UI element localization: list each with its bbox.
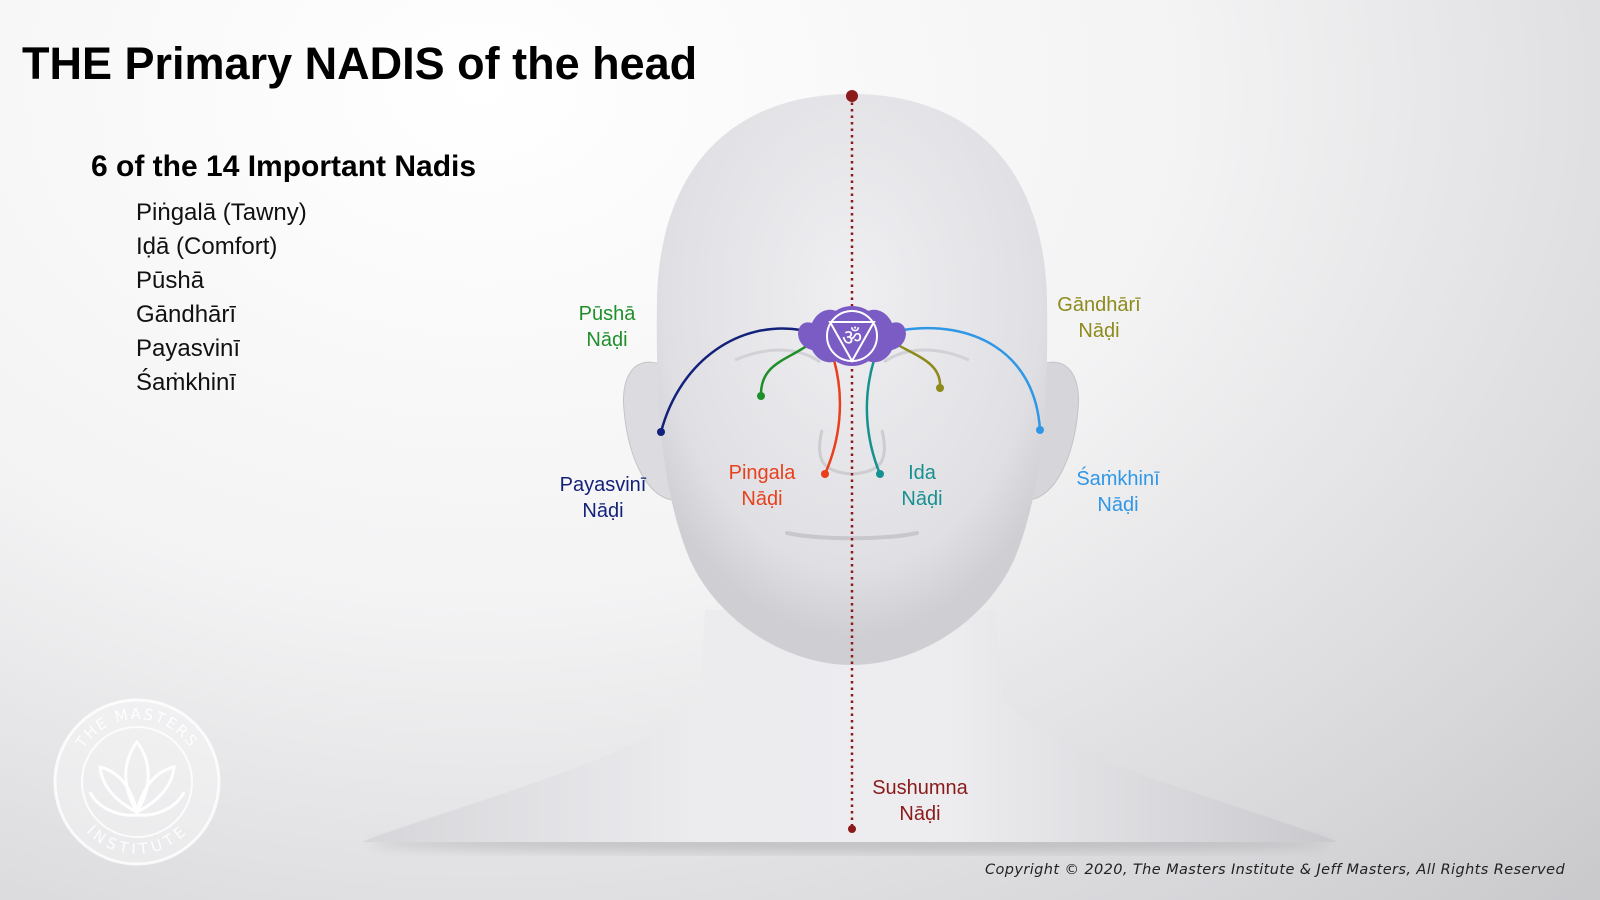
- nadi-list-item: Piṅgalā (Tawny): [136, 199, 307, 226]
- page-title: THE Primary NADIS of the head: [22, 38, 698, 89]
- payasvini-label: Payasvinī Nāḍi: [543, 472, 663, 524]
- samkhini-label-name: Śaṁkhinī: [1076, 468, 1160, 490]
- sushumna-label: Sushumna Nāḍi: [860, 775, 980, 827]
- gandhari-label-suffix: Nāḍi: [1078, 320, 1120, 342]
- payasvini-nadi-endpoint: [657, 428, 665, 436]
- ida-nadi-line: [865, 359, 882, 475]
- nadi-list: Piṅgalā (Tawny) Iḍā (Comfort) Pūshā Gānd…: [136, 196, 307, 400]
- pusha-label-name: Pūshā: [578, 303, 636, 325]
- pingala-nadi-line: [823, 359, 842, 475]
- nadi-list-item: Payasvinī: [136, 335, 241, 362]
- samkhini-nadi-endpoint: [1036, 426, 1044, 434]
- ida-label: Ida Nāḍi: [862, 460, 982, 512]
- pingala-label-suffix: Nāḍi: [741, 488, 783, 510]
- gandhari-nadi-endpoint: [936, 384, 944, 392]
- pingala-nadi-endpoint: [821, 470, 829, 478]
- masters-institute-logo: THE MASTERS INSTITUTE: [53, 698, 221, 866]
- copyright-text: Copyright © 2020, The Masters Institute …: [985, 862, 1566, 878]
- pingala-label-name: Pingala: [728, 462, 796, 484]
- payasvini-label-name: Payasvinī: [559, 474, 647, 496]
- ida-label-name: Ida: [908, 462, 936, 484]
- head-shape: [656, 94, 1048, 665]
- subtitle: 6 of the 14 Important Nadis: [91, 150, 477, 183]
- gandhari-label-name: Gāndhārī: [1057, 294, 1141, 316]
- lotus-icon: [88, 739, 186, 817]
- pusha-nadi-endpoint: [757, 392, 765, 400]
- nadi-list-item: Gāndhārī: [136, 301, 237, 328]
- sushumna-top-endpoint: [846, 90, 858, 102]
- brow-shape: [734, 348, 970, 364]
- sushumna-label-suffix: Nāḍi: [899, 803, 941, 825]
- pusha-label: Pūshā Nāḍi: [547, 301, 667, 353]
- samkhini-label-suffix: Nāḍi: [1097, 494, 1139, 516]
- nadi-list-item: Pūshā: [136, 267, 205, 294]
- ajna-chakra-icon: ॐ: [798, 306, 906, 366]
- payasvini-label-suffix: Nāḍi: [582, 500, 624, 522]
- om-symbol: ॐ: [842, 326, 862, 351]
- pusha-nadi-line: [759, 341, 813, 397]
- ida-label-suffix: Nāḍi: [901, 488, 943, 510]
- nadi-list-item: Iḍā (Comfort): [136, 233, 278, 260]
- samkhini-label: Śaṁkhinī Nāḍi: [1058, 466, 1178, 518]
- nadi-list-item: Śaṁkhinī: [136, 369, 237, 396]
- samkhini-nadi-line: [902, 326, 1042, 431]
- pusha-label-suffix: Nāḍi: [586, 329, 628, 351]
- payasvini-nadi-line: [659, 327, 802, 433]
- sushumna-label-name: Sushumna: [872, 777, 968, 799]
- pingala-label: Pingala Nāḍi: [702, 460, 822, 512]
- shoulders-shape: [362, 610, 1338, 842]
- ida-nadi-endpoint: [876, 470, 884, 478]
- gandhari-label: Gāndhārī Nāḍi: [1039, 292, 1159, 344]
- sushumna-bottom-endpoint: [848, 825, 856, 833]
